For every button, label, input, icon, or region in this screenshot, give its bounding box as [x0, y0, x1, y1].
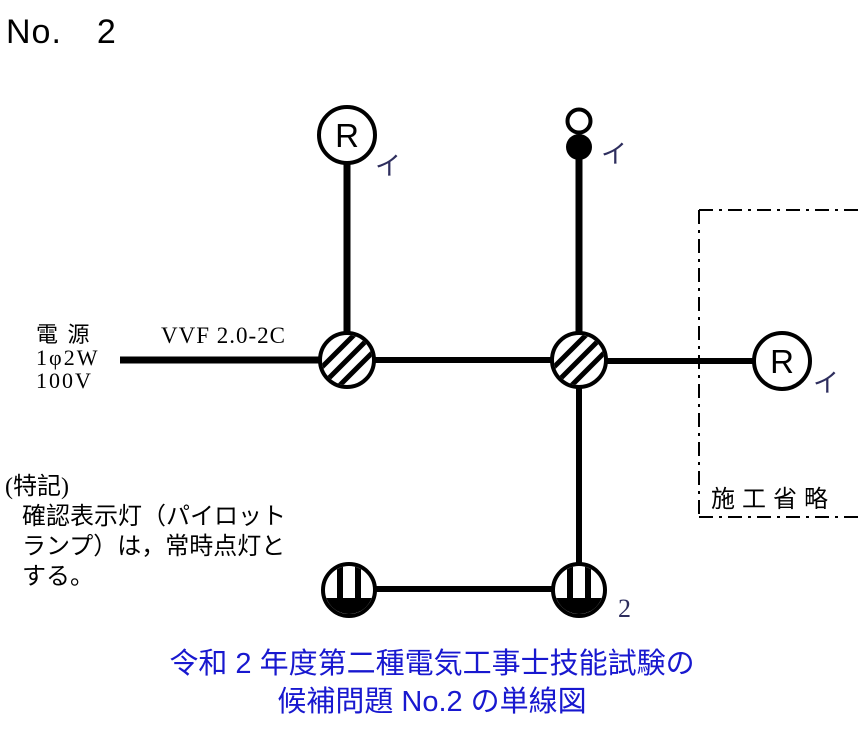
- lamp-receptacle-omitted-symbol: [752, 331, 812, 391]
- figure-caption-line2: 候補問題 No.2 の単線図: [277, 686, 587, 718]
- joint-box-left-symbol: [318, 331, 376, 389]
- joint-box-right-symbol: [550, 331, 608, 389]
- lamp-omitted-circuit-label: イ: [813, 369, 840, 398]
- omitted-area-label: 施工省略: [711, 487, 835, 513]
- figure-caption-line1: 令和 2 年度第二種電気工事士技能試験の: [169, 648, 695, 680]
- cable-type-label: VVF 2.0-2C: [161, 323, 287, 348]
- special-note-line3: する。: [22, 564, 94, 590]
- ceiling-rosette-open-circle: [565, 107, 593, 135]
- lamp-omitted-letter: R: [770, 343, 794, 380]
- special-note-line1: 確認表示灯（パイロット: [22, 504, 286, 530]
- power-source-line1: 電 源: [36, 322, 92, 347]
- lamp-receptacle-top-symbol: [317, 105, 377, 165]
- ceiling-rosette-filled-circle: [566, 134, 592, 160]
- power-source-line2: 1φ2W: [36, 345, 100, 370]
- outlet-count-label: 2: [618, 594, 631, 623]
- lamp-top-letter: R: [335, 117, 359, 154]
- outlet-left-symbol: [321, 562, 377, 618]
- ceiling-rosette-circuit-label: イ: [601, 140, 628, 169]
- power-source-label: 電 源 1φ2W 100V: [36, 323, 99, 392]
- figure-caption: 令和 2 年度第二種電気工事士技能試験の 候補問題 No.2 の単線図: [0, 645, 864, 721]
- special-note-line2: ランプ）は，常時点灯と: [22, 534, 286, 560]
- special-note: (特記) 確認表示灯（パイロット ランプ）は，常時点灯と する。: [5, 472, 286, 592]
- outlet-double-symbol: [551, 562, 607, 618]
- power-source-line3: 100V: [36, 368, 93, 393]
- sheet-number: No. 2: [6, 13, 117, 51]
- special-note-heading: (特記): [5, 474, 69, 500]
- lamp-top-circuit-label: イ: [375, 152, 402, 181]
